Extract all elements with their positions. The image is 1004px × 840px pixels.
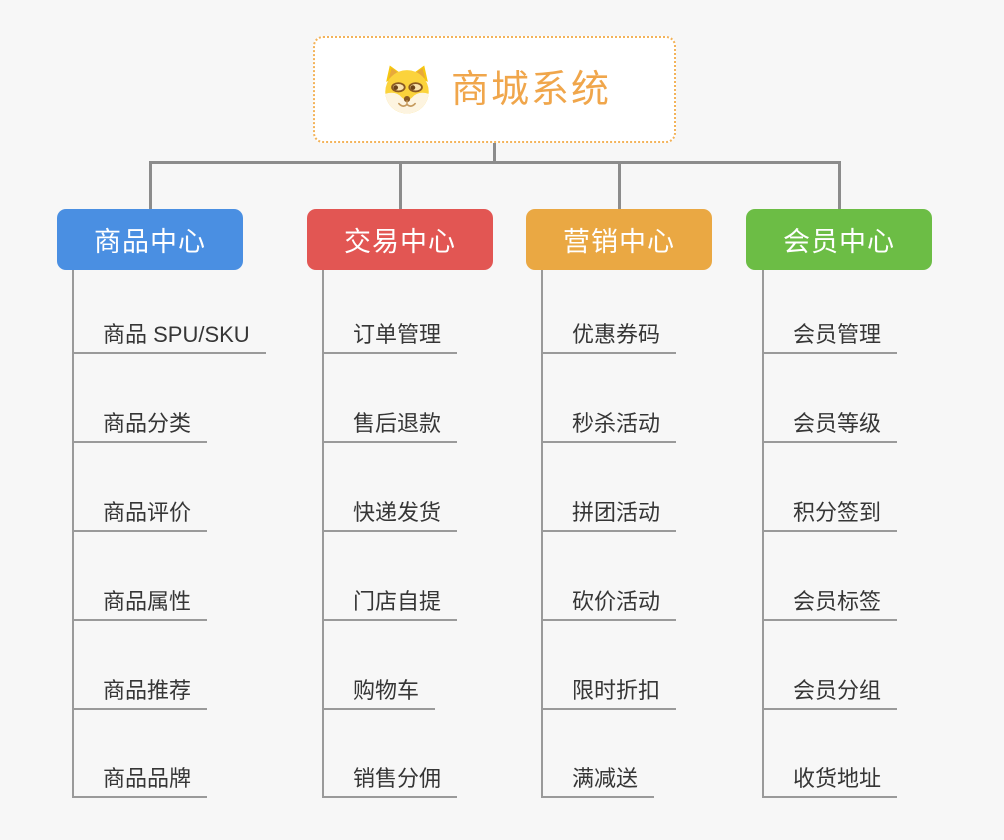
child-node-member-group[interactable]: 会员分组 [762,672,898,710]
connector-trunk-horizontal [149,161,840,164]
child-node-coupon-code[interactable]: 优惠券码 [541,316,677,354]
connector-drop-product [149,161,152,209]
child-node-product-review[interactable]: 商品评价 [72,494,208,532]
child-node-express-delivery[interactable]: 快递发货 [322,494,458,532]
child-node-limited-time-discount[interactable]: 限时折扣 [541,672,677,710]
child-node-member-level[interactable]: 会员等级 [762,405,898,443]
child-node-product-category[interactable]: 商品分类 [72,405,208,443]
connector-root-stem [493,143,496,163]
dog-face-icon [385,65,429,114]
root-node[interactable]: 商城系统 [313,36,676,143]
child-node-member-management[interactable]: 会员管理 [762,316,898,354]
connector-child-trunk-member [762,270,764,798]
child-node-product-attribute[interactable]: 商品属性 [72,583,208,621]
child-node-sales-commission[interactable]: 销售分佣 [322,760,458,798]
child-node-full-reduction[interactable]: 满减送 [541,760,655,798]
child-node-group-buy[interactable]: 拼团活动 [541,494,677,532]
branch-node-member-center[interactable]: 会员中心 [746,209,932,270]
branch-label: 会员中心 [783,227,895,257]
connector-child-trunk-marketing [541,270,543,798]
child-node-bargain-activity[interactable]: 砍价活动 [541,583,677,621]
connector-child-trunk-product [72,270,74,798]
child-node-shipping-address[interactable]: 收货地址 [762,760,898,798]
root-title: 商城系统 [450,68,611,111]
connector-drop-marketing [618,161,621,209]
branch-label: 商品中心 [94,227,206,257]
child-node-flash-sale[interactable]: 秒杀活动 [541,405,677,443]
child-node-order-management[interactable]: 订单管理 [322,316,458,354]
child-node-product-spu-sku[interactable]: 商品 SPU/SKU [72,316,266,354]
connector-child-trunk-trade [322,270,324,798]
connector-drop-trade [399,161,402,209]
child-node-product-recommend[interactable]: 商品推荐 [72,672,208,710]
child-node-aftersale-refund[interactable]: 售后退款 [322,405,458,443]
branch-label: 交易中心 [344,227,456,257]
child-node-points-checkin[interactable]: 积分签到 [762,494,898,532]
connector-drop-member [838,161,841,209]
branch-label: 营销中心 [563,227,675,257]
child-node-member-tag[interactable]: 会员标签 [762,583,898,621]
child-node-product-brand[interactable]: 商品品牌 [72,760,208,798]
child-node-store-pickup[interactable]: 门店自提 [322,583,458,621]
branch-node-product-center[interactable]: 商品中心 [57,209,243,270]
child-node-shopping-cart[interactable]: 购物车 [322,672,436,710]
branch-node-trade-center[interactable]: 交易中心 [307,209,493,270]
branch-node-marketing-center[interactable]: 营销中心 [526,209,712,270]
